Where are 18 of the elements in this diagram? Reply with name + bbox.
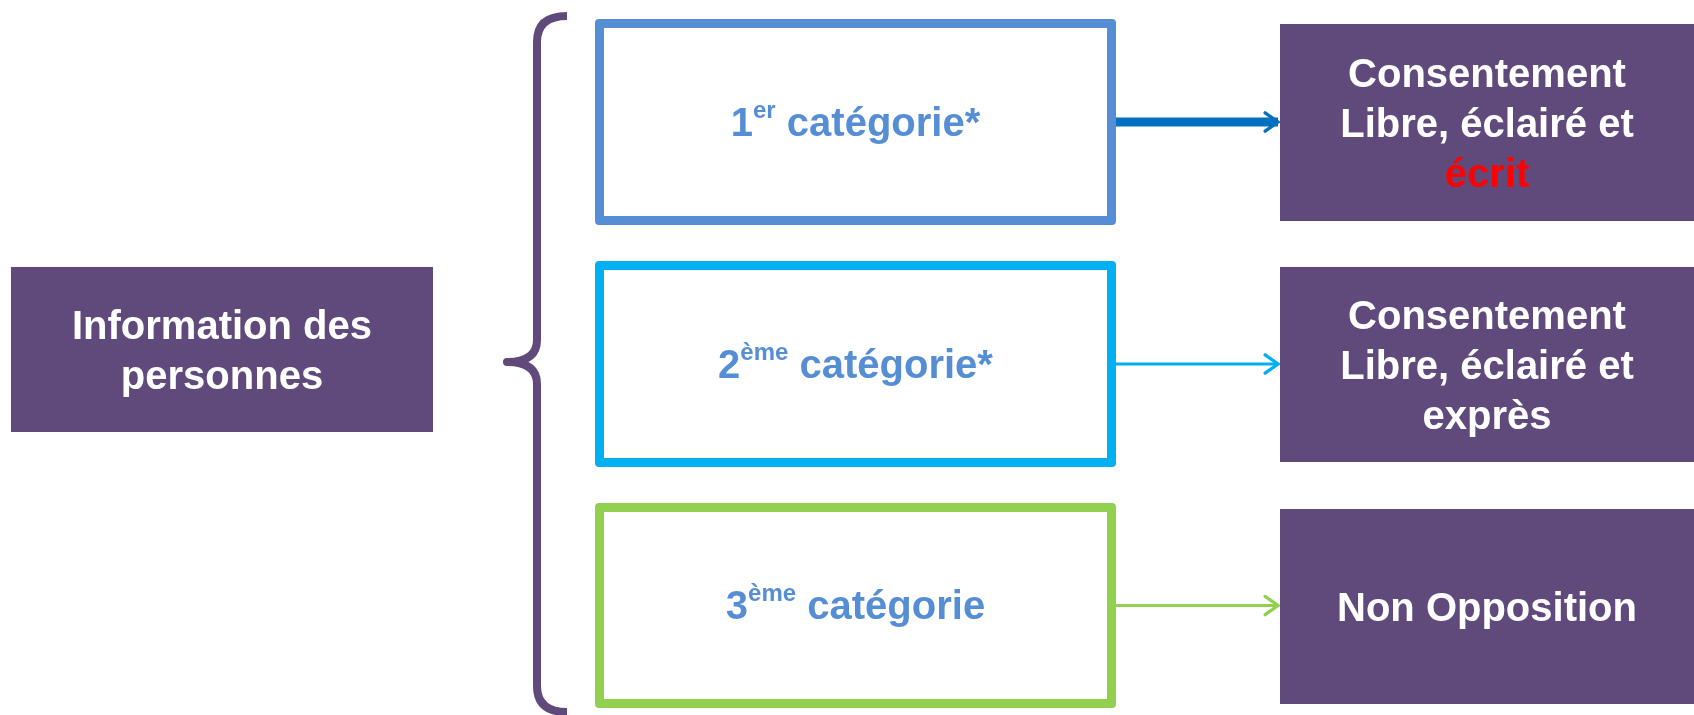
box-text: Consentement Libre, éclairé et exprès bbox=[1339, 291, 1635, 439]
category-box bbox=[595, 503, 1116, 708]
label-box bbox=[1280, 24, 1694, 221]
box-text: 1$^{er}$ catégorie* bbox=[730, 99, 981, 145]
arrow bbox=[1116, 594, 1280, 617]
category-box bbox=[595, 261, 1116, 467]
label-box bbox=[1280, 267, 1694, 462]
box-text: 3$^{ème}$ catégorie bbox=[725, 583, 986, 628]
label-box bbox=[1280, 509, 1694, 704]
box-text: Consentement Libre, éclairé et bbox=[1339, 49, 1635, 147]
box-text: Non Opposition bbox=[1337, 583, 1637, 631]
box-text: Information des personnes bbox=[71, 301, 373, 399]
arrow bbox=[1116, 111, 1280, 133]
arrow bbox=[1116, 353, 1280, 375]
label-box bbox=[11, 267, 433, 432]
box-text: écrit bbox=[1444, 149, 1530, 197]
box-text: 2$^{ème}$ catégorie* bbox=[718, 341, 993, 387]
category-box bbox=[595, 19, 1116, 225]
